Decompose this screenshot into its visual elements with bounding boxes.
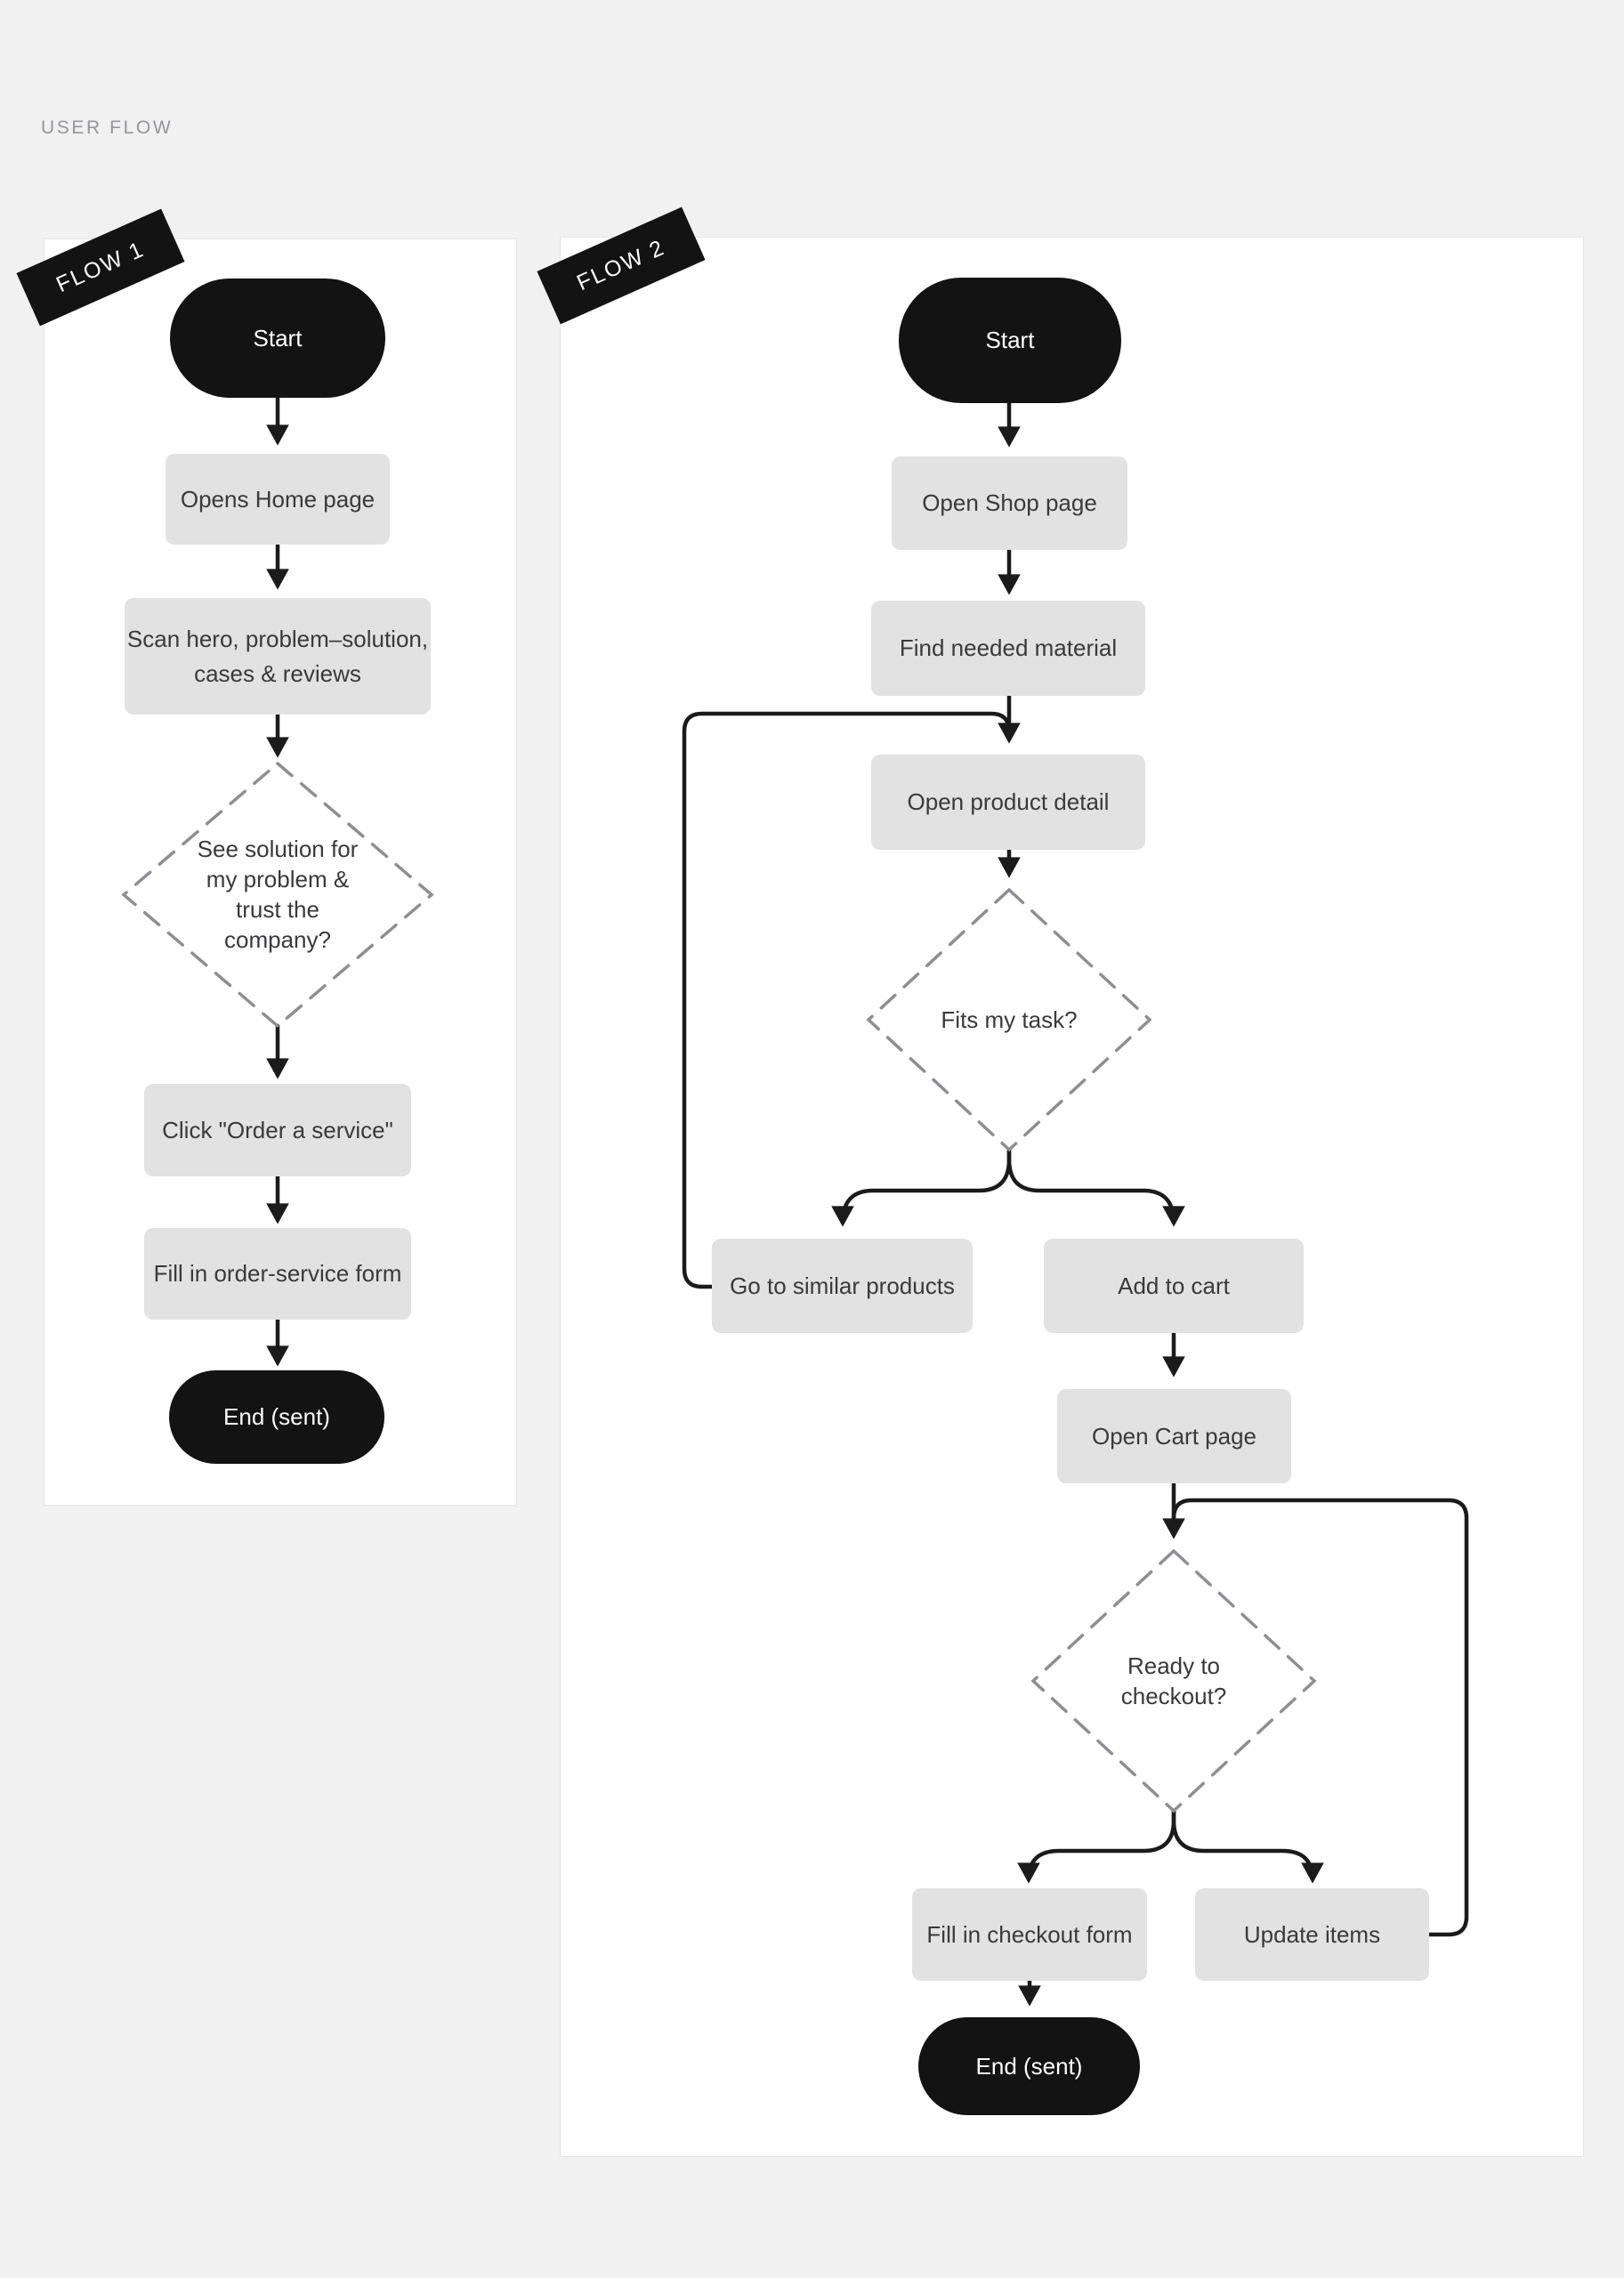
flow2-decision-fits-task: Fits my task?: [941, 1006, 1078, 1033]
flow2-loop-similar-to-product: [682, 711, 1012, 1289]
flow2-branch-ready-to-update: [1171, 1808, 1324, 1884]
flow2-step-find-material: Find needed material: [871, 601, 1145, 696]
flow2-decision-ready-checkout: Ready to checkout?: [1120, 1652, 1227, 1709]
flow2-step-open-product: Open product detail: [871, 755, 1145, 850]
flow1-start-node: Start: [170, 279, 385, 398]
flow2-step-add-cart: Add to cart: [1044, 1239, 1304, 1333]
flow1-step-scan-hero: Scan hero, problem–solution, cases & rev…: [125, 598, 431, 715]
flow2-branch-fits-to-cart: [1006, 1147, 1185, 1227]
flow2-step-open-shop: Open Shop page: [892, 456, 1127, 550]
flow2-decision-fits-diamond: [866, 887, 1152, 1152]
flow2-decision-ready-diamond: [1030, 1548, 1317, 1814]
flow2-branch-fits-to-similar: [831, 1147, 1012, 1227]
flow2-step-open-cart: Open Cart page: [1057, 1389, 1291, 1483]
flow2-step-fill-checkout: Fill in checkout form: [912, 1888, 1147, 1981]
flow2-start-node: Start: [899, 278, 1121, 403]
flow1-step-scan-hero-label: Scan hero, problem–solution, cases & rev…: [126, 625, 429, 687]
flow1-decision-see-solution: See solution for my problem & trust the …: [197, 836, 359, 953]
flow2-step-update-items: Update items: [1195, 1888, 1429, 1981]
flow2-loop-update-to-decision: [1171, 1498, 1469, 1937]
flow2-branch-ready-to-checkout: [1017, 1808, 1176, 1884]
flow1-step-opens-home: Opens Home page: [166, 454, 390, 545]
flow1-end-node: End (sent): [169, 1370, 384, 1464]
flow2-step-go-similar: Go to similar products: [712, 1239, 973, 1333]
flow1-step-click-order: Click "Order a service": [144, 1084, 411, 1176]
flow2-panel: [560, 237, 1584, 2157]
flow1-decision-diamond: [121, 761, 434, 1029]
flow2-end-node: End (sent): [918, 2017, 1140, 2115]
page-title: USER FLOW: [41, 117, 174, 138]
flow1-step-fill-form: Fill in order-service form: [144, 1228, 411, 1320]
